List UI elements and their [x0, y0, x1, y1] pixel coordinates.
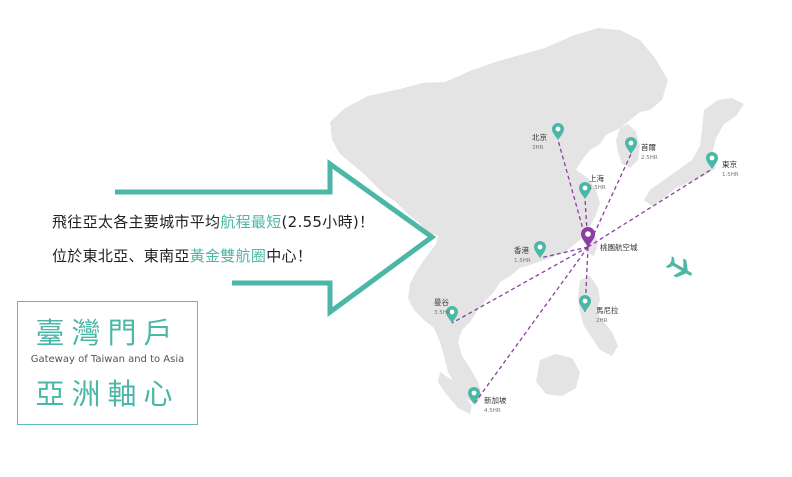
- city-flight-time-label: 2.5HR: [641, 155, 658, 161]
- headline-1-pre: 飛往亞太各主要城市平均: [52, 213, 221, 231]
- map-pin-icon[interactable]: [534, 241, 546, 258]
- map-pin-icon[interactable]: [552, 123, 564, 140]
- map-pin-icon[interactable]: [468, 387, 480, 404]
- city-name-label: 香港: [514, 245, 529, 255]
- city-flight-time-label: 3.5HR: [434, 310, 451, 316]
- headline-line-2: 位於東北亞、東南亞黃金雙航圈中心！: [52, 245, 312, 266]
- route-singapore: [473, 246, 589, 405]
- headline-line-1: 飛往亞太各主要城市平均航程最短(2.55小時)！: [52, 211, 374, 232]
- city-flight-time-label: 3HR: [532, 145, 544, 151]
- landmass-sumatra: [438, 372, 472, 414]
- city-name-label: 馬尼拉: [596, 305, 619, 315]
- headline-2-pre: 位於東北亞、東南亞: [52, 247, 190, 265]
- map-pin-icon[interactable]: [446, 306, 458, 323]
- city-name-label: 北京: [532, 132, 547, 142]
- logo-subtitle: Gateway of Taiwan and to Asia: [30, 354, 185, 365]
- city-flight-time-label: 4.5HR: [484, 408, 501, 414]
- logo-title-top: 臺灣門戶: [35, 316, 180, 350]
- city-pins: 北京 3HR 首爾 2.5HR 東京 1.5HR 上海 1.5HR 香港 1.5HR 曼谷 3.5HR…: [434, 123, 739, 414]
- route-bangkok: [451, 246, 589, 324]
- city-flight-time-label: 1.5HR: [589, 185, 606, 191]
- landmass-japan: [644, 98, 744, 206]
- route-tokyo: [587, 168, 713, 248]
- airplane-icon: [665, 256, 692, 278]
- city-flight-time-label: 1.5HR: [514, 258, 531, 264]
- city-name-label: 首爾: [641, 142, 656, 152]
- city-name-label: 東京: [722, 159, 737, 169]
- map-pin-icon[interactable]: [579, 295, 591, 312]
- gateway-logo: 臺灣門戶 Gateway of Taiwan and to Asia 亞洲軸心: [17, 301, 198, 425]
- city-flight-time-label: 2HR: [596, 318, 608, 324]
- route-manila: [584, 246, 589, 313]
- headline-2-highlight: 黃金雙航圈: [189, 247, 267, 265]
- city-name-label: 上海: [589, 173, 604, 183]
- city-flight-time-label: 1.5HR: [722, 172, 739, 178]
- landmass-philippines: [578, 276, 618, 356]
- headline-1-highlight: 航程最短: [220, 213, 282, 231]
- route-hongkong: [539, 246, 589, 259]
- map-pin-icon[interactable]: [579, 182, 591, 199]
- headline-1-post: (2.55小時)！: [281, 213, 375, 231]
- city-name-label: 曼谷: [434, 298, 449, 307]
- route-seoul: [587, 153, 632, 248]
- logo-title-bottom: 亞洲軸心: [35, 377, 180, 411]
- hub-pin-icon[interactable]: [581, 227, 595, 247]
- city-name-label: 新加坡: [484, 395, 507, 405]
- route-beijing: [557, 139, 589, 248]
- map-pin-icon[interactable]: [706, 152, 718, 169]
- hub-label: 桃園航空城: [600, 242, 638, 252]
- headline-2-post: 中心！: [266, 247, 313, 265]
- map-pin-icon[interactable]: [625, 137, 637, 154]
- big-right-arrow-icon: [115, 159, 437, 317]
- landmass-asia: [330, 28, 668, 405]
- landmass-borneo: [536, 354, 580, 396]
